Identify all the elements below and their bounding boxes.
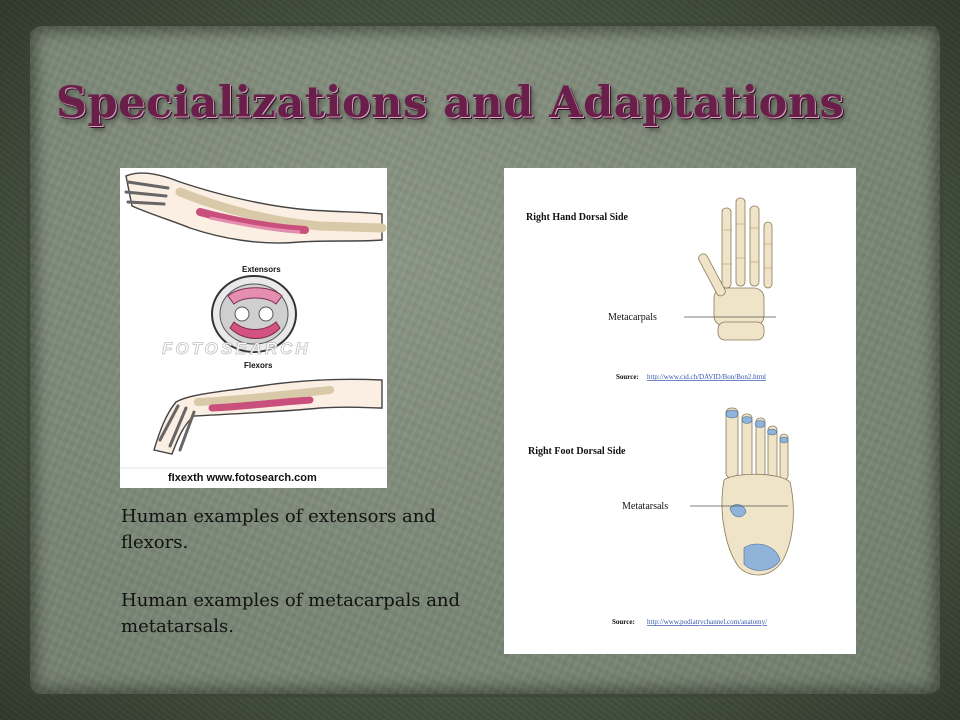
hand-title: Right Hand Dorsal Side: [526, 212, 629, 223]
metacarpals-label: Metacarpals: [608, 312, 657, 323]
hand-bones-illustration: [698, 197, 773, 341]
hand-source-link[interactable]: http://www.cid.ch/DAVID/Bon/Bon2.html: [647, 373, 766, 381]
hand-foot-bones-illustration: Right Hand Dorsal Side Metacarpals Sourc…: [526, 197, 794, 626]
foot-source-link[interactable]: http://www.podiatrychannel.com/anatomy/: [647, 618, 767, 626]
forearm-cross-section: [211, 275, 297, 353]
foot-bones-illustration: [721, 407, 794, 576]
watermark-text: FOTOSEARCH: [162, 339, 311, 358]
caption-extensors-flexors: Human examples of extensors and flexors.: [121, 506, 436, 553]
foot-source-prefix: Source:: [612, 618, 635, 626]
arm-extended-illustration: [124, 172, 387, 244]
flexors-label: Flexors: [244, 361, 273, 370]
slide-title: Specializations and Adaptations: [56, 78, 845, 128]
caption-metacarpals-metatarsals: Human examples of metacarpals and metata…: [121, 590, 461, 637]
foot-title: Right Foot Dorsal Side: [528, 446, 626, 457]
metatarsals-label: Metatarsals: [622, 501, 668, 512]
image-credit: fIxexth www.fotosearch.com: [168, 472, 317, 484]
arm-muscles-illustration: Extensors FOTOSEARCH Flexors fIxexth www…: [120, 172, 387, 484]
extensors-label: Extensors: [242, 265, 281, 274]
hand-source-prefix: Source:: [616, 373, 639, 381]
arm-muscles-image: Extensors FOTOSEARCH Flexors fIxexth www…: [120, 168, 387, 488]
arm-flexed-illustration: [153, 378, 383, 455]
hand-foot-bones-image: Right Hand Dorsal Side Metacarpals Sourc…: [504, 168, 856, 654]
